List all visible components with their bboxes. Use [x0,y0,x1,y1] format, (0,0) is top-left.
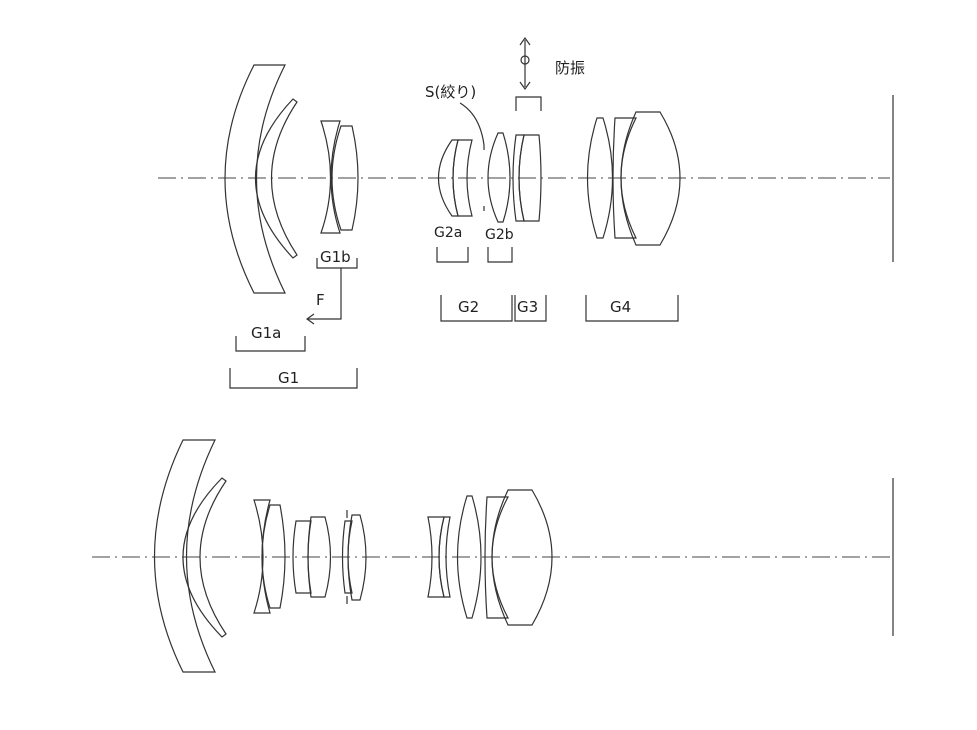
g4-label: G4 [610,298,631,316]
top-lens-system: S(絞り) 防振 G1b F G1a G1 G2a G2b [158,36,894,389]
g3-doublet-lens [512,134,542,222]
g1b-bracket [316,258,358,269]
stop-label: S(絞り) [425,83,476,101]
g1a-label: G1a [251,324,281,342]
g4-front-lens [586,117,614,239]
vibration-arrow-icon [519,36,531,91]
g4-bracket [585,295,679,322]
g2a-label: G2a [434,225,462,241]
g1a-bracket [235,336,306,352]
g2b-lens [487,132,511,223]
g2a-bracket [436,247,469,263]
g2-label: G2 [458,298,479,316]
g1-label: G1 [278,369,299,387]
g2b-label: G2b [485,227,514,243]
g1a-second-meniscus-lens [255,98,298,259]
g2b-bracket [487,247,513,263]
g4-cemented-doublet-lens [612,111,681,246]
bottom-lens-system [92,439,894,673]
bottom-g4-cemented-doublet-lens [484,489,553,626]
g3-top-bracket [515,96,542,111]
g3-label: G3 [517,298,538,316]
vibration-label: 防振 [555,59,585,77]
bottom-doublet-lens-b [341,510,367,604]
stop-pointer-line [459,102,485,146]
g3-bracket [514,295,547,322]
bottom-doublet-lens-a [292,516,332,598]
g1a-front-meniscus-lens [224,64,286,294]
g2-bracket [440,295,513,322]
focus-label: F [316,291,325,309]
g1b-doublet-lens [320,120,359,234]
g2a-doublet-lens [437,139,473,217]
bottom-g4-front-lens [456,495,482,619]
g1-bracket [229,368,358,389]
bottom-second-meniscus-lens [182,477,227,638]
g1b-label: G1b [320,248,351,266]
bottom-front-meniscus-lens [153,439,216,673]
bottom-g3-doublet-lens [427,516,451,598]
bottom-g1b-doublet-lens [253,499,286,614]
focus-direction-arrow-icon [305,268,342,325]
